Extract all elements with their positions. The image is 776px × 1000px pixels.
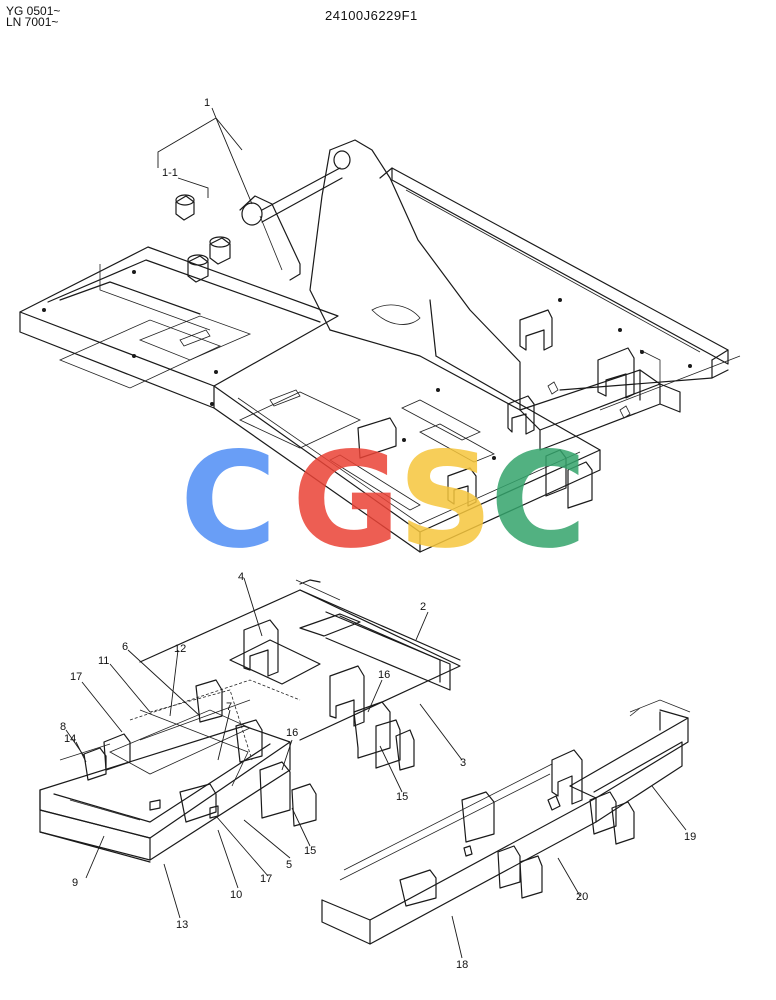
callout-numbers: 1 1-1 2 3 4 6 7 8 9 10 11 12 13 14 15 15…	[60, 97, 696, 971]
callout-7: 7	[226, 701, 232, 713]
callout-3: 3	[460, 757, 466, 769]
callout-12: 12	[174, 643, 186, 655]
callout-17b: 17	[260, 873, 272, 885]
callout-19: 19	[684, 831, 696, 843]
callout-8: 8	[60, 721, 66, 733]
serial-range-1: YG 0501~	[6, 4, 61, 18]
watermark-letter-c2: C	[490, 424, 587, 578]
callout-6: 6	[122, 641, 128, 653]
watermark-letter-g: G	[292, 424, 400, 578]
callout-11: 11	[98, 655, 109, 667]
callout-1: 1	[204, 97, 210, 109]
callout-2: 2	[420, 601, 426, 613]
callout-15b: 15	[396, 791, 408, 803]
callout-16a: 16	[378, 669, 390, 681]
document-number: 24100J6229F1	[325, 8, 418, 23]
lower-right-frame-assembly	[321, 699, 691, 945]
main-frame-assembly	[19, 139, 741, 553]
serial-range-2: LN 7001~	[6, 15, 59, 29]
callout-16b: 16	[286, 727, 298, 739]
callout-17a: 17	[70, 671, 82, 683]
callout-9: 9	[72, 877, 78, 889]
watermark-letter-c1: C	[180, 424, 277, 578]
callout-18: 18	[456, 959, 468, 971]
callout-10: 10	[230, 889, 242, 901]
watermark-letter-s: S	[398, 424, 493, 578]
callout-20: 20	[576, 891, 588, 903]
callout-5: 5	[286, 859, 292, 871]
callout-13: 13	[176, 919, 188, 931]
lower-left-frame-assembly	[39, 579, 461, 863]
callout-1-1: 1-1	[162, 167, 178, 179]
watermark-logo: C G S C	[180, 424, 587, 578]
callout-4: 4	[238, 571, 244, 583]
callout-15a: 15	[304, 845, 316, 857]
callout-leaders	[65, 107, 687, 959]
callout-14: 14	[64, 733, 76, 745]
